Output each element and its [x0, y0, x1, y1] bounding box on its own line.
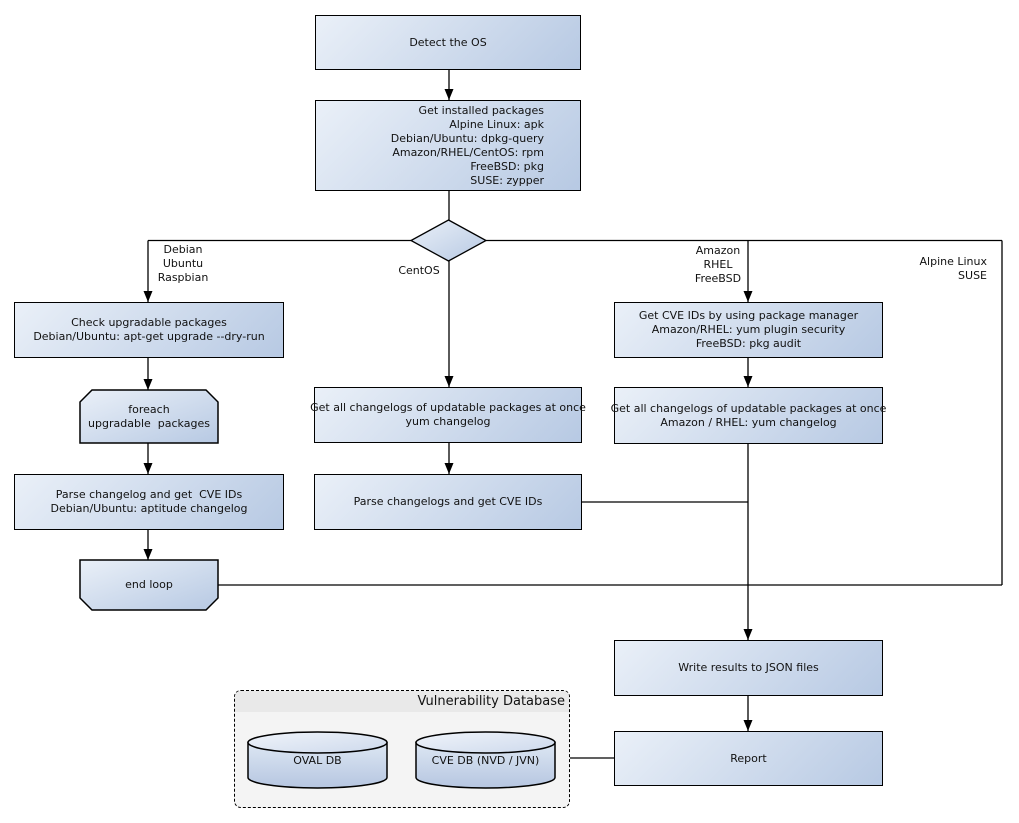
node-get-cve-ids-package-manager: Get CVE IDs by using package manager Ama…	[614, 302, 883, 358]
node-write-results-label: Write results to JSON files	[678, 661, 819, 674]
oval-db-cylinder	[247, 731, 388, 789]
node-report-label: Report	[730, 751, 767, 765]
node-write-results: Write results to JSON files	[614, 640, 883, 696]
cve-db-cylinder	[415, 731, 556, 789]
node-get-changelogs-centos-label: Get all changelogs of updatable packages…	[310, 401, 586, 428]
node-get-installed-packages-label: Get installed packages Alpine Linux: apk…	[390, 103, 544, 187]
node-get-cve-ids-package-manager-label: Get CVE IDs by using package manager Ama…	[638, 309, 859, 350]
node-report: Report	[614, 731, 883, 786]
oval-db-label-wrap: OVAL DB	[248, 748, 387, 774]
vulnerability-database-title: Vulnerability Database	[417, 694, 565, 709]
node-get-changelogs-amazon-label: Get all changelogs of updatable packages…	[610, 401, 887, 429]
vulnerability-database-header: Vulnerability Database	[235, 691, 569, 712]
branch-label-centos: CentOS	[398, 264, 440, 277]
node-check-upgradable-label: Check upgradable packages Debian/Ubuntu:…	[33, 316, 265, 343]
node-get-installed-packages: Get installed packages Alpine Linux: apk…	[315, 100, 581, 191]
os-decision-diamond	[409, 219, 488, 262]
end-loop-shape	[79, 559, 219, 611]
node-detect-os: Detect the OS	[315, 15, 581, 70]
node-detect-os-label: Detect the OS	[409, 35, 487, 49]
node-parse-changelogs-centos-label: Parse changelogs and get CVE IDs	[353, 495, 543, 508]
foreach-loop-label-wrap: foreach upgradable packages	[80, 390, 218, 443]
oval-db-label: OVAL DB	[293, 754, 342, 767]
branch-label-alpine-suse: Alpine Linux SUSE	[919, 255, 988, 282]
node-get-changelogs-centos: Get all changelogs of updatable packages…	[310, 387, 586, 443]
node-get-changelogs-amazon: Get all changelogs of updatable packages…	[611, 387, 886, 444]
node-parse-changelogs-centos: Parse changelogs and get CVE IDs	[314, 474, 582, 530]
cve-db-label: CVE DB (NVD / JVN)	[431, 754, 540, 767]
arrowheads	[143, 89, 753, 731]
node-parse-changelog-debian: Parse changelog and get CVE IDs Debian/U…	[14, 474, 284, 530]
foreach-loop-shape	[79, 389, 219, 444]
node-parse-changelog-debian-label: Parse changelog and get CVE IDs Debian/U…	[50, 488, 248, 515]
foreach-loop-label: foreach upgradable packages	[88, 402, 210, 430]
branch-label-amazon-rhel-freebsd: Amazon RHEL FreeBSD	[694, 244, 742, 285]
end-loop-label-wrap: end loop	[80, 560, 218, 610]
end-loop-label: end loop	[125, 578, 173, 591]
cve-db-label-wrap: CVE DB (NVD / JVN)	[416, 748, 555, 774]
node-check-upgradable: Check upgradable packages Debian/Ubuntu:…	[14, 302, 284, 358]
branch-label-debian-ubuntu-raspbian: Debian Ubuntu Raspbian	[157, 243, 209, 284]
